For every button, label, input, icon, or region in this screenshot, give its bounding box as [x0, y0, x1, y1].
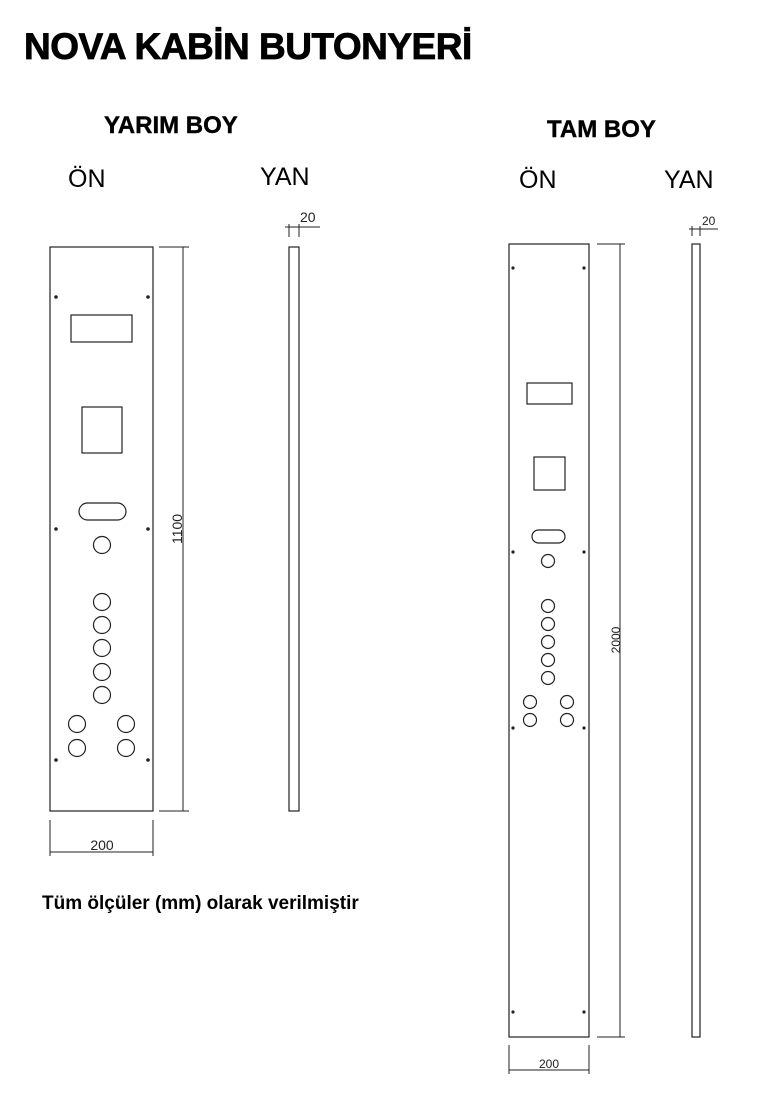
half-height-width-value: 200: [90, 837, 114, 853]
key-slot: [531, 529, 566, 544]
floor-button: [540, 670, 556, 686]
full-height-width-dimension: [508, 1045, 590, 1074]
function-button: [559, 694, 575, 710]
function-button: [522, 694, 538, 710]
floor-button: [540, 634, 556, 650]
key-slot: [78, 502, 127, 521]
function-button: [67, 714, 87, 734]
full-height-thickness-value: 20: [702, 214, 716, 228]
full-height-side-panel: [691, 243, 701, 1038]
full-height-height-dimension: [597, 243, 625, 1038]
floor-button: [540, 616, 556, 632]
half-height-front-panel: [49, 246, 154, 812]
call-button: [540, 553, 556, 569]
floor-button: [540, 598, 556, 614]
function-button: [522, 712, 538, 728]
call-button: [92, 535, 112, 555]
full-height-width-value: 200: [539, 1057, 559, 1071]
function-button: [559, 712, 575, 728]
half-height-height-dimension: [159, 246, 189, 812]
display-window: [526, 382, 573, 405]
page-title: NOVA KABİN BUTONYERİ: [24, 26, 473, 68]
function-button: [116, 738, 136, 758]
full-height-side-label: YAN: [664, 166, 714, 194]
floor-button: [92, 662, 112, 682]
indicator-square: [81, 406, 123, 454]
full-height-front-panel: [508, 243, 590, 1038]
full-height-heading: TAM BOY: [547, 116, 656, 143]
floor-button: [92, 638, 112, 658]
half-height-side-panel: [288, 246, 300, 812]
units-note: Tüm ölçüler (mm) olarak verilmiştir: [42, 893, 359, 914]
half-height-width-dimension: [49, 820, 154, 856]
floor-button: [92, 615, 112, 635]
full-height-thickness-dimension: [689, 226, 718, 236]
floor-button: [92, 685, 112, 705]
half-height-thickness-value: 20: [300, 209, 316, 225]
display-window: [70, 314, 133, 343]
full-height-front-label: ÖN: [519, 166, 557, 194]
function-button: [116, 714, 136, 734]
half-height-height-value: 1100: [169, 514, 185, 544]
full-height-height-value: 2000: [609, 626, 623, 653]
indicator-square: [533, 456, 566, 491]
full-height-mount-holes: [511, 266, 586, 1014]
function-button: [67, 738, 87, 758]
half-height-front-label: ÖN: [68, 165, 106, 193]
half-height-heading: YARIM BOY: [104, 112, 238, 139]
floor-button: [540, 652, 556, 668]
half-height-thickness-dimension: [285, 224, 320, 237]
floor-button: [92, 592, 112, 612]
half-height-mount-holes: [54, 295, 150, 762]
half-height-side-label: YAN: [260, 163, 310, 191]
